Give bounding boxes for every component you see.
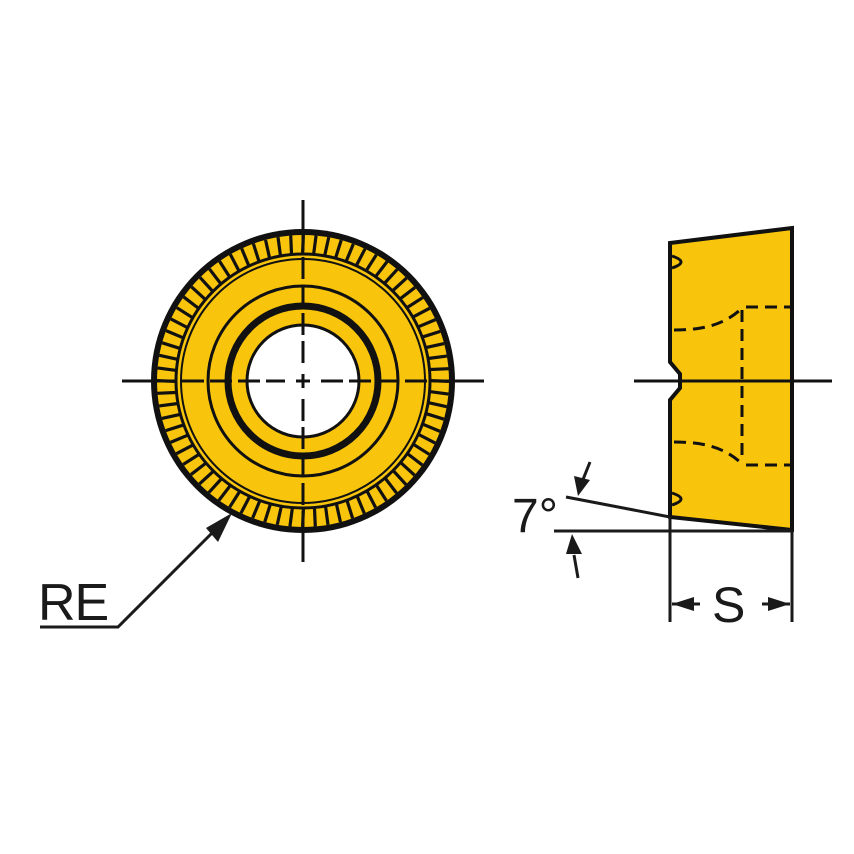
hidden-hole-lines: [673, 305, 790, 467]
thickness-label: S: [712, 577, 745, 633]
serration-tooth-divider: [384, 477, 398, 495]
chipbreaker-top: [671, 254, 683, 270]
serration-tooth-divider: [170, 317, 188, 329]
serration-tooth-divider: [392, 276, 408, 292]
serration-tooth-divider: [158, 353, 178, 361]
serration-tooth-divider: [428, 401, 448, 409]
serration-tooth-divider: [251, 500, 262, 519]
serration-tooth-divider: [217, 485, 232, 502]
serration-tooth-divider: [426, 341, 445, 350]
clearance-angle-label: 7°: [512, 490, 558, 543]
serration-tooth-divider: [418, 318, 437, 329]
serration-tooth-divider: [334, 504, 343, 523]
serration-tooth-divider: [198, 470, 214, 486]
serration-tooth-divider: [182, 295, 199, 310]
serration-tooth-divider: [430, 367, 449, 372]
side-view: 7° S: [512, 225, 832, 633]
serration-tooth-divider: [365, 253, 378, 271]
serration-tooth-divider: [406, 296, 424, 309]
serration-tooth-divider: [275, 506, 283, 526]
serration-tooth-divider: [375, 484, 388, 502]
serration-tooth-divider: [323, 236, 331, 256]
serration-tooth-divider: [422, 422, 441, 433]
serration-tooth-divider: [175, 306, 193, 319]
serration-tooth-divider: [289, 235, 294, 254]
serration-tooth-divider: [182, 453, 200, 466]
serration-tooth-divider: [228, 491, 241, 509]
serration-tooth-divider: [169, 433, 188, 444]
serration-tooth-divider: [251, 243, 261, 262]
serration-tooth-divider: [422, 329, 441, 339]
serration-tooth-divider: [344, 243, 355, 262]
serration-tooth-divider: [355, 496, 366, 515]
serration-tooth-divider: [383, 268, 399, 284]
serration-tooth-divider: [412, 306, 431, 319]
serration-tooth-divider: [430, 390, 449, 396]
centerlines: [122, 200, 484, 562]
serration-tooth-divider: [413, 443, 431, 456]
serration-tooth-divider: [312, 235, 318, 254]
serration-tooth-divider: [392, 470, 408, 486]
serration-tooth-divider: [161, 341, 180, 350]
serration-tooth-divider: [190, 285, 206, 301]
serration-tooth-divider: [345, 500, 355, 519]
serration-tooth-divider: [189, 462, 207, 476]
serration-tooth-divider: [157, 366, 176, 372]
thickness-dimension: [668, 517, 794, 622]
serration-tooth-divider: [288, 508, 294, 527]
serration-tooth-divider: [161, 412, 180, 421]
serration-tooth-divider: [240, 247, 251, 266]
serration-tooth-divider: [239, 496, 251, 514]
serration-tooth-divider: [407, 452, 424, 467]
serration-tooth-divider: [418, 433, 436, 445]
serration-tooth-divider: [276, 236, 282, 256]
serration-tooth-divider: [208, 267, 222, 285]
serration-tooth-divider: [198, 276, 214, 292]
serration-tooth-divider: [218, 260, 231, 278]
serration-tooth-divider: [324, 506, 330, 526]
serration-tooth-divider: [400, 461, 416, 477]
serration-tooth-divider: [334, 239, 343, 258]
serration-tooth-divider: [374, 260, 389, 277]
serration-tooth-divider: [228, 253, 241, 272]
serration-tooth-divider: [263, 239, 272, 258]
serration-tooth-divider: [263, 504, 272, 523]
serration-tooth-divider: [428, 354, 448, 360]
insert-side-profile: [668, 225, 794, 533]
serration-tooth-divider: [165, 329, 184, 340]
front-view: RE: [38, 200, 484, 632]
serration-tooth-divider: [312, 508, 317, 527]
re-leader: [40, 513, 232, 629]
serration-tooth-divider: [355, 248, 367, 266]
serration-tooth-divider: [365, 490, 378, 509]
clearance-angle-dimension: [554, 461, 792, 579]
re-dimension-label: RE: [38, 574, 108, 632]
chipbreaker-bottom: [671, 491, 683, 507]
serration-tooth-divider: [165, 423, 184, 433]
serration-tooth-divider: [157, 390, 176, 395]
serration-tooth-divider: [175, 443, 194, 456]
serration-tooth-divider: [158, 402, 178, 408]
serration-tooth-divider: [207, 478, 223, 494]
serration-tooth-divider: [426, 412, 445, 421]
serration-tooth-divider: [399, 286, 417, 300]
